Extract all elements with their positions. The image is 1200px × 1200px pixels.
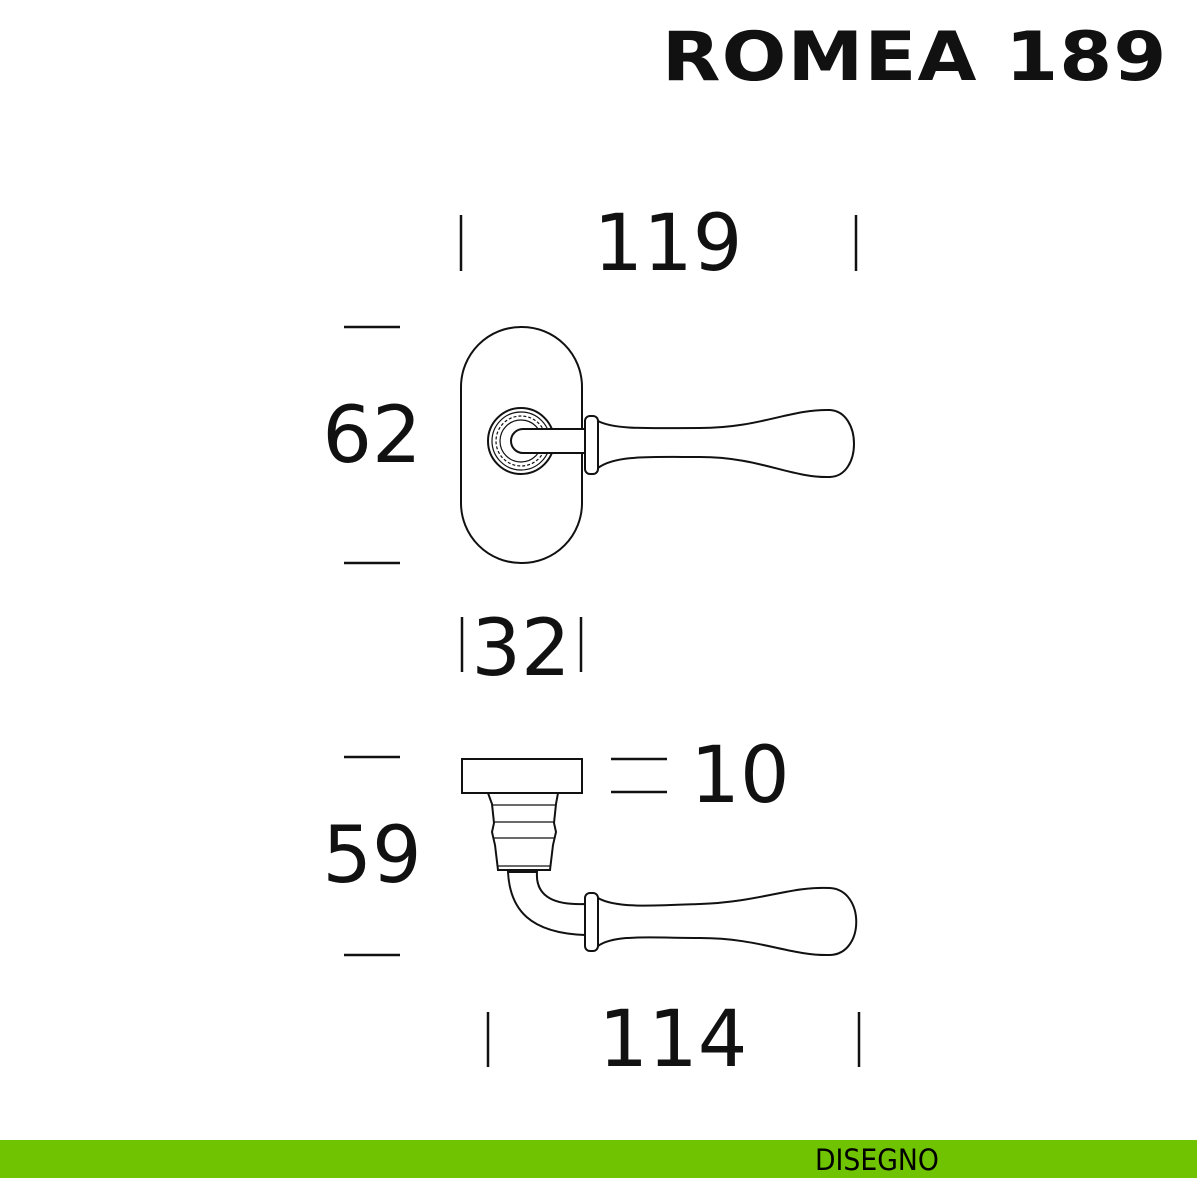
product-title: ROMEA 189 [662,18,1168,97]
lever-neck [510,428,585,454]
dim-59-label: 59 [322,811,421,901]
lever-bend [506,871,586,937]
lever-collar-side [584,892,599,952]
dim-62-label: 62 [322,391,421,481]
rose-neck [486,792,560,871]
dim-32-label: 32 [471,604,570,694]
footer-label: DISEGNO [815,1143,939,1177]
dim-119-label: 119 [594,199,743,289]
dim-114-label: 114 [599,995,748,1085]
dim-10-label: 10 [690,731,789,821]
rose-side [461,758,583,794]
front-view [460,326,855,564]
side-view [461,758,858,957]
footer-bar: DISEGNO [0,1140,1197,1178]
lever-collar [584,415,599,475]
lever-grip-side [597,886,858,957]
lever-grip [597,408,855,479]
